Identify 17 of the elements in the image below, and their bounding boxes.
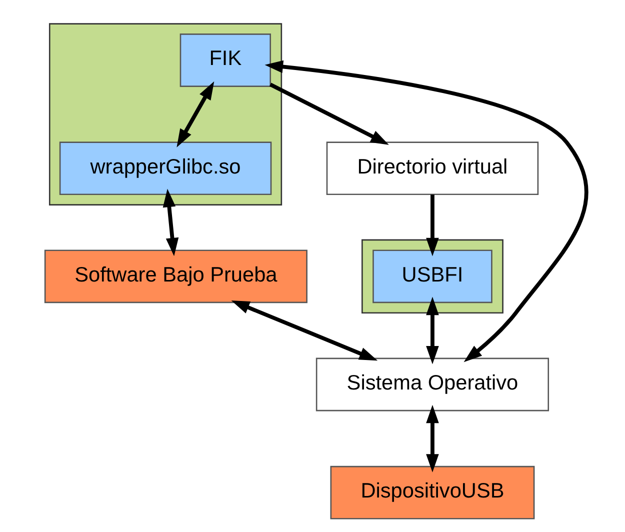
arrow xyxy=(268,82,388,145)
arrow xyxy=(264,60,588,362)
node-box: DispositivoUSB xyxy=(330,466,534,520)
node-box: wrapperGlibc.so xyxy=(58,142,272,196)
arrow xyxy=(426,296,438,364)
node-box: Directorio virtual xyxy=(326,142,538,196)
node-box: Sistema Operativo xyxy=(315,358,549,412)
arrow xyxy=(426,404,438,472)
arrow xyxy=(176,81,214,148)
node-box: FIK xyxy=(179,34,270,87)
arrow xyxy=(230,300,378,361)
cluster xyxy=(361,239,503,314)
arrow xyxy=(162,188,178,256)
arrow xyxy=(426,194,438,256)
cluster xyxy=(48,23,282,206)
node-box: USBFI xyxy=(372,250,492,304)
node-box: Software Bajo Prueba xyxy=(44,250,307,304)
